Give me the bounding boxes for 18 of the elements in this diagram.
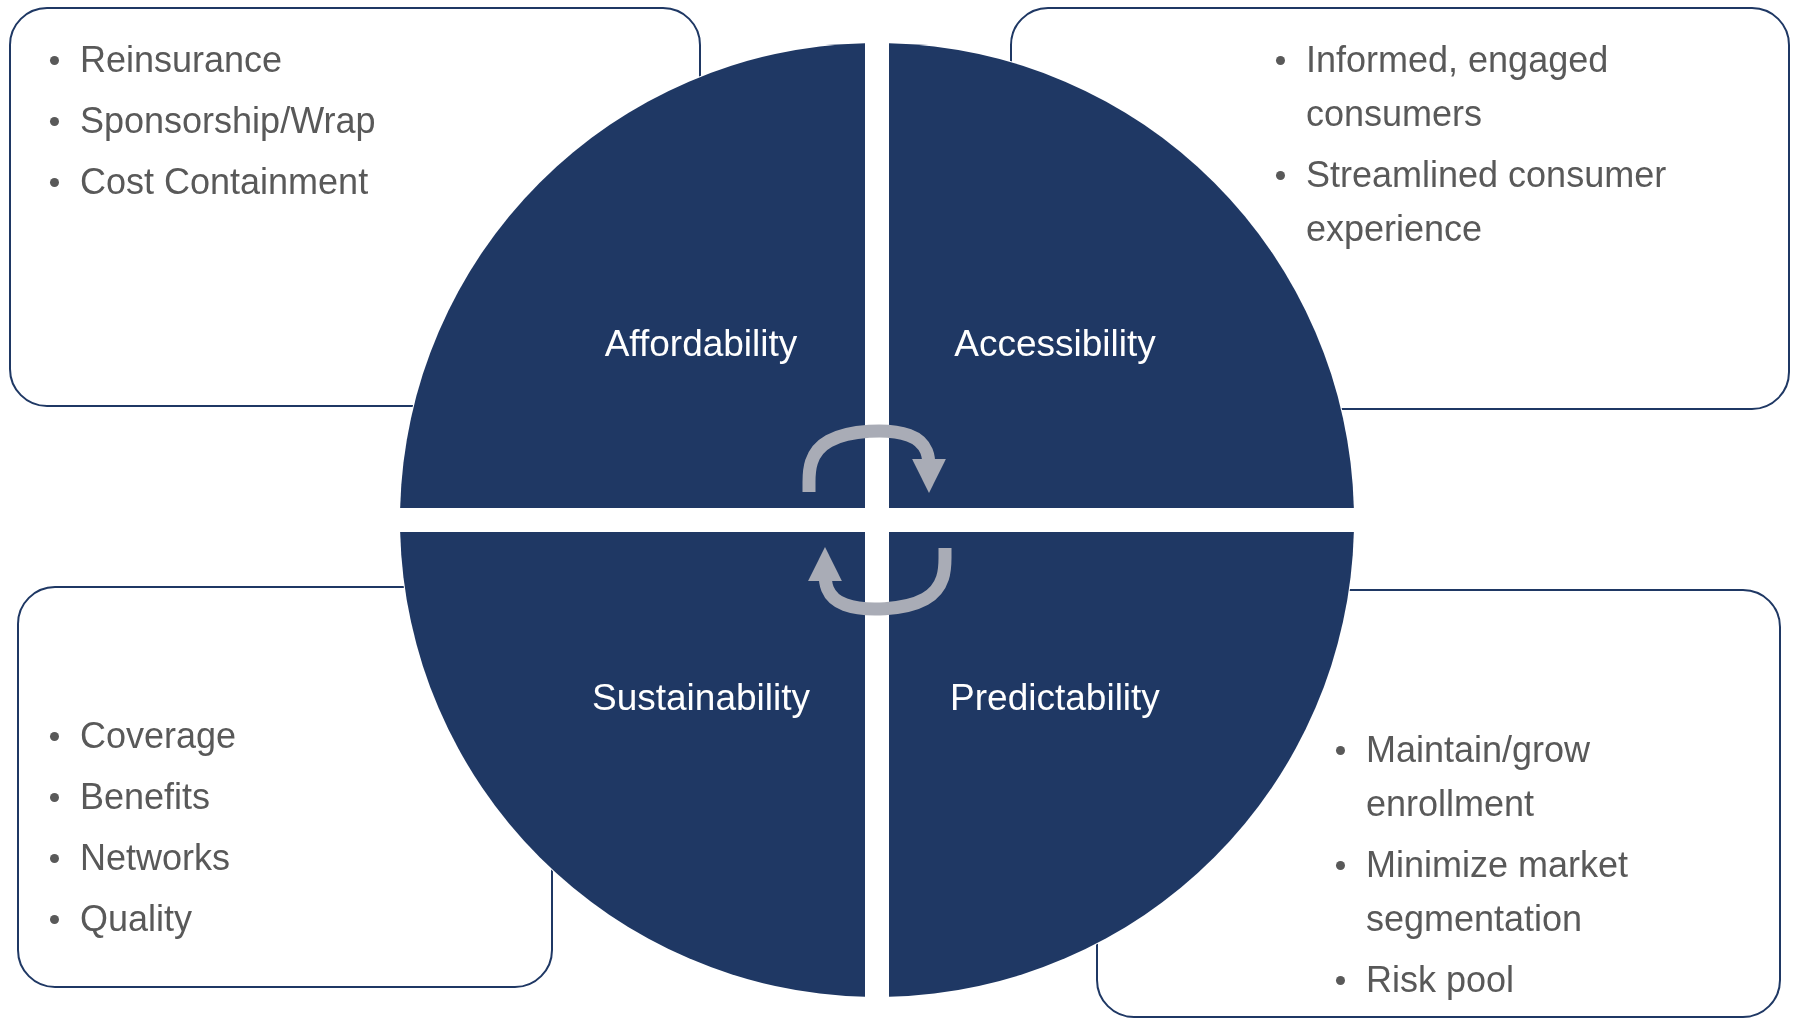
- bullet-item: Informed, engaged consumers: [1306, 38, 1610, 136]
- quadrant-label: Sustainability: [592, 677, 810, 719]
- cycle-arrow: [802, 424, 946, 493]
- cycle-arrow: [808, 547, 952, 616]
- bullet-item: Minimize market segmentation: [1366, 843, 1630, 941]
- bullet-item: Reinsurance: [80, 38, 284, 82]
- bullet-item: Cost Containment: [80, 160, 370, 204]
- bullet-item: Sponsorship/Wrap: [80, 99, 377, 143]
- bullet-item: Benefits: [80, 775, 212, 819]
- bullet-item: Risk pool: [1366, 958, 1516, 1002]
- bullet-item: Quality: [80, 897, 194, 941]
- bullet-item: Maintain/grow enrollment: [1366, 728, 1592, 826]
- bullet-item: Streamlined consumer experience: [1306, 153, 1668, 251]
- bullet-item: Networks: [80, 836, 232, 880]
- quadrant-label: Accessibility: [954, 323, 1156, 365]
- quadrant-label: Affordability: [604, 323, 798, 365]
- bullet-item: Coverage: [80, 714, 238, 758]
- quadrant-label: Predictability: [950, 677, 1160, 719]
